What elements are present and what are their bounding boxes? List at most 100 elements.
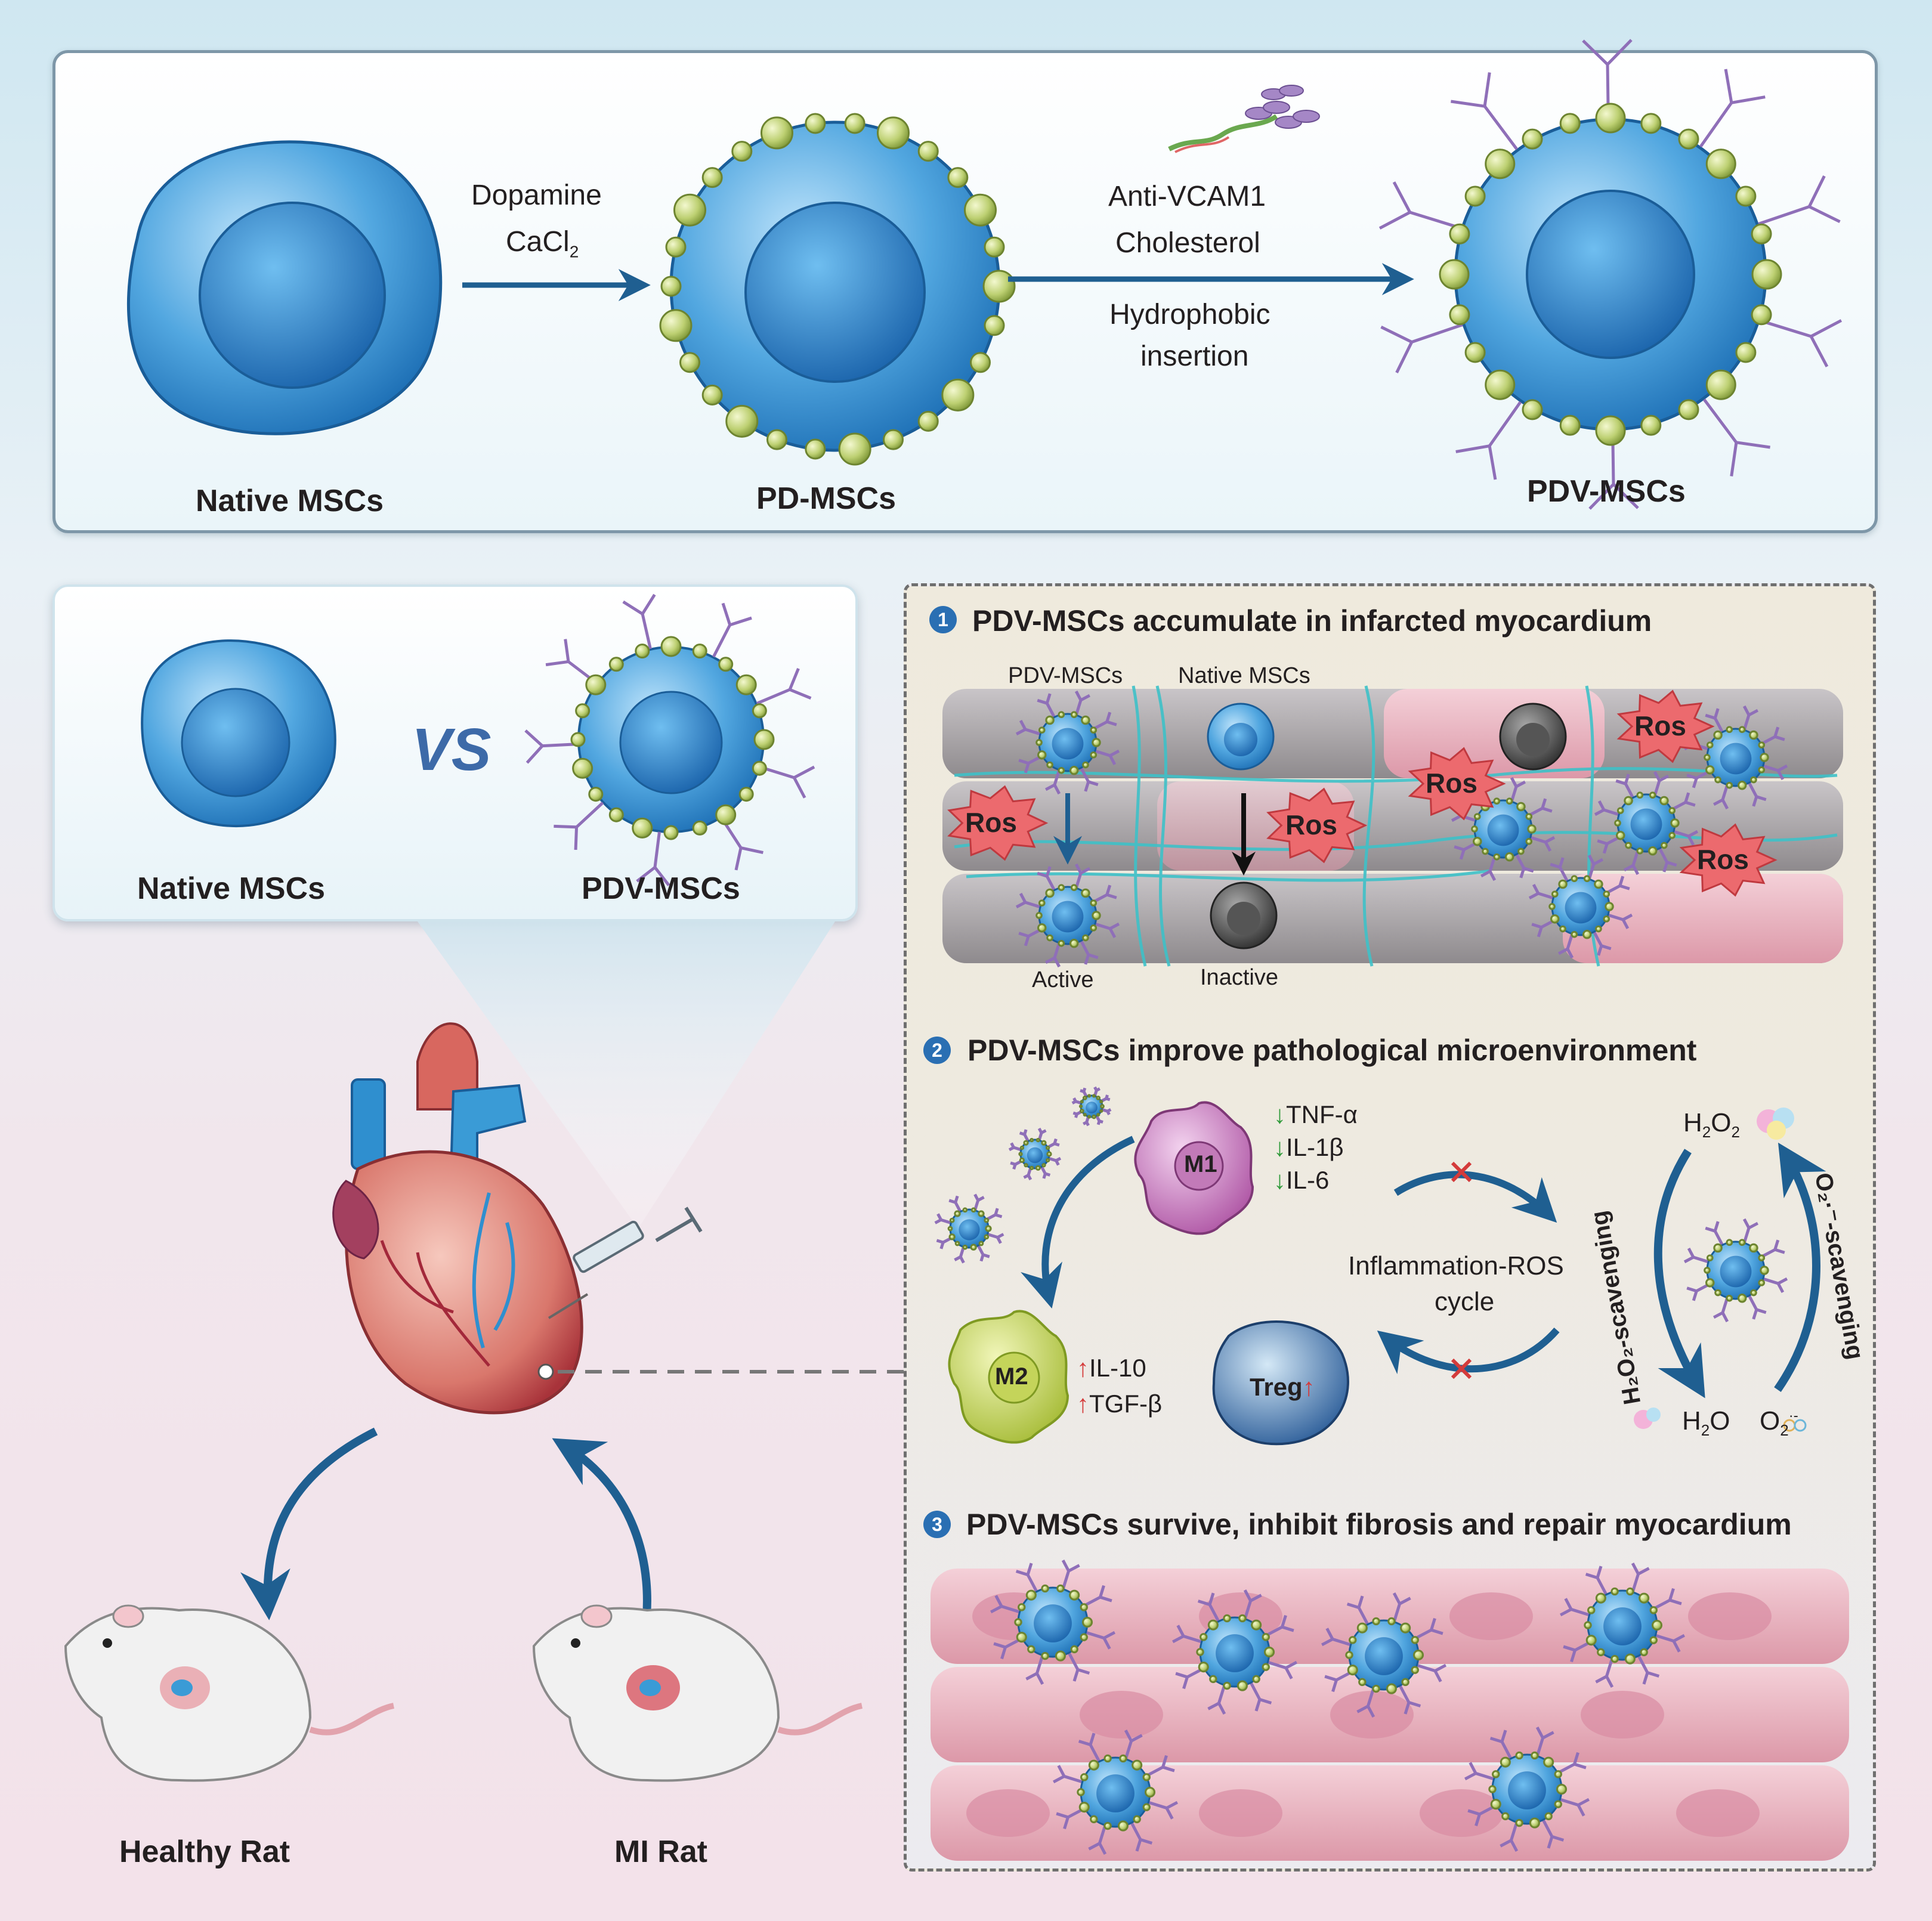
antibody-arm bbox=[1612, 483, 1639, 509]
label-mi-rat: MI Rat bbox=[614, 1835, 707, 1869]
antibody-arm bbox=[1068, 1564, 1080, 1573]
antibody-arm bbox=[1074, 690, 1083, 701]
polydopamine-bead bbox=[984, 315, 1005, 336]
polydopamine-bead bbox=[1082, 934, 1089, 942]
polydopamine-bead bbox=[1726, 781, 1733, 789]
polydopamine-bead bbox=[1019, 1157, 1025, 1164]
antibody-arm bbox=[1775, 1248, 1785, 1254]
polydopamine-bead bbox=[1705, 1278, 1715, 1288]
antibody-arm bbox=[934, 1218, 942, 1224]
pdv-msc-cell-top bbox=[1454, 117, 1767, 431]
polydopamine-bead bbox=[1587, 1606, 1596, 1614]
antibody-arm bbox=[1084, 781, 1090, 792]
antibody-arm bbox=[1430, 1617, 1436, 1631]
polydopamine-bead bbox=[1077, 1788, 1085, 1796]
polydopamine-bead bbox=[1018, 1152, 1023, 1156]
antibody-stem bbox=[1411, 323, 1463, 344]
antibody-arm bbox=[1474, 1814, 1481, 1827]
pdv-msc-cell bbox=[1321, 1592, 1447, 1718]
antibody-arm bbox=[1071, 1100, 1077, 1105]
antibody-arm bbox=[1106, 1108, 1112, 1113]
label-pdv-mscs-top: PDV-MSCs bbox=[1527, 474, 1686, 509]
antibody-stem bbox=[1025, 901, 1041, 909]
antibody-arm bbox=[1124, 1729, 1133, 1742]
antibody-arm bbox=[1544, 841, 1552, 852]
polydopamine-bead bbox=[701, 167, 723, 188]
antibody-arm bbox=[1510, 1839, 1519, 1852]
polydopamine-bead bbox=[659, 309, 693, 342]
antibody-arm bbox=[1588, 483, 1615, 510]
antibody-arm bbox=[525, 744, 544, 764]
polydopamine-bead bbox=[1237, 1680, 1248, 1691]
antibody-arm bbox=[1083, 1121, 1087, 1125]
polydopamine-bead bbox=[1023, 1140, 1029, 1146]
antibody-stem bbox=[1064, 1775, 1083, 1784]
antibody-arm bbox=[1653, 771, 1661, 782]
antibody-stem bbox=[1075, 1100, 1082, 1105]
antibody-stem bbox=[575, 802, 604, 828]
polydopamine-bead bbox=[1651, 1619, 1663, 1631]
polydopamine-bead bbox=[1595, 925, 1602, 933]
polydopamine-bead bbox=[1092, 911, 1101, 920]
antibody-stem bbox=[1714, 1230, 1724, 1246]
polydopamine-bead bbox=[1616, 831, 1625, 840]
polydopamine-bead bbox=[917, 410, 939, 432]
antibody-arm bbox=[1500, 1839, 1512, 1848]
antibody-stem bbox=[1571, 1608, 1590, 1617]
antibody-stem bbox=[1593, 931, 1603, 946]
antibody-arm bbox=[1483, 72, 1491, 107]
antibody-arm bbox=[1182, 1676, 1189, 1690]
antibody-arm bbox=[1662, 862, 1669, 873]
antibody-stem bbox=[1603, 808, 1619, 816]
cell-nucleus bbox=[1508, 1771, 1546, 1809]
polydopamine-bead bbox=[1081, 1616, 1093, 1628]
polydopamine-bead bbox=[1100, 1104, 1105, 1109]
polydopamine-bead bbox=[1080, 1633, 1088, 1641]
antibody-arm bbox=[734, 847, 743, 871]
polydopamine-bead bbox=[1079, 1108, 1084, 1113]
antibody-arm bbox=[1074, 1113, 1078, 1118]
polydopamine-bead bbox=[1092, 1114, 1096, 1119]
polydopamine-bead bbox=[805, 113, 826, 134]
antibody-arm bbox=[1489, 1737, 1503, 1743]
antibody-arm bbox=[1077, 1668, 1090, 1675]
polydopamine-bead bbox=[1506, 797, 1513, 805]
polydopamine-bead bbox=[1473, 837, 1482, 846]
antibody-arm bbox=[1623, 864, 1634, 872]
polydopamine-bead bbox=[1678, 128, 1699, 150]
method-insertion: insertion bbox=[1140, 341, 1249, 372]
antibody-arm bbox=[1433, 1670, 1442, 1682]
polydopamine-bead bbox=[1610, 1587, 1619, 1596]
pdv-msc-cell bbox=[1683, 1218, 1788, 1323]
polydopamine-bead bbox=[718, 657, 734, 672]
antibody-arm bbox=[939, 1242, 945, 1249]
polydopamine-bead bbox=[1585, 1635, 1597, 1646]
polydopamine-bead bbox=[1078, 1802, 1090, 1813]
antibody-arm bbox=[1109, 922, 1120, 930]
antibody-arm bbox=[1519, 868, 1526, 878]
antibody-arm bbox=[1175, 1672, 1188, 1679]
antibody-arm bbox=[1558, 857, 1565, 868]
antibody-arm bbox=[1647, 1671, 1660, 1678]
antibody-arm bbox=[1455, 444, 1490, 453]
antibody-arm bbox=[641, 593, 656, 615]
polydopamine-bead bbox=[954, 1241, 960, 1246]
polydopamine-bead bbox=[1046, 761, 1053, 769]
polydopamine-bead bbox=[1045, 888, 1055, 898]
step2-title: PDV-MSCs improve pathological microenvir… bbox=[967, 1034, 1697, 1067]
polydopamine-bead bbox=[1400, 1622, 1411, 1634]
ros-burst bbox=[1266, 787, 1368, 864]
antibody-arm bbox=[729, 616, 752, 627]
polydopamine-bead bbox=[1595, 415, 1626, 446]
polydopamine-bead bbox=[1550, 914, 1560, 924]
antibody-arm bbox=[1044, 783, 1056, 791]
antibody-arm bbox=[524, 729, 543, 747]
polydopamine-bead bbox=[679, 352, 700, 373]
step1-title: PDV-MSCs accumulate in infarcted myocard… bbox=[972, 604, 1652, 638]
pdv-msc-cell bbox=[1683, 705, 1788, 810]
polydopamine-bead bbox=[1045, 1145, 1050, 1150]
syringe-icon bbox=[548, 1207, 703, 1319]
antibody-arm bbox=[1367, 1705, 1375, 1718]
polydopamine-bead bbox=[1070, 1645, 1078, 1654]
antibody-arm bbox=[1037, 1127, 1043, 1134]
